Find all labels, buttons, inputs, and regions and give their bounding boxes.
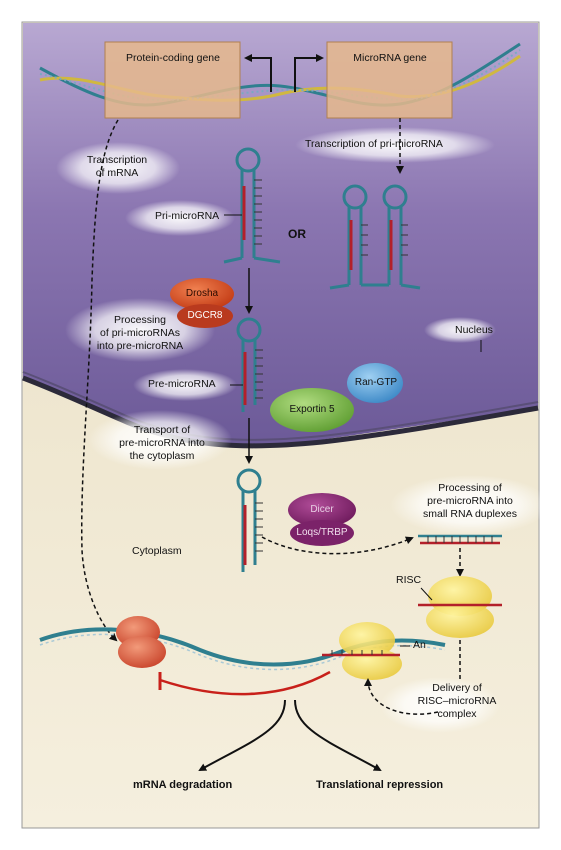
nuclear-envelope-inner: [22, 371, 539, 441]
small-rna-duplex: [418, 534, 502, 545]
mrna-transcription-arrow: [81, 119, 119, 642]
pre-microrna-hairpin: [230, 317, 263, 412]
microrna-gene-box: [326, 41, 453, 119]
cytoplasm-label: Cytoplasm: [132, 545, 182, 557]
dgcr8-protein: [177, 304, 233, 328]
translational-repression-label: Translational repression: [316, 779, 444, 791]
delivery-label: Delivery of RISC–microRNA complex: [417, 682, 497, 720]
dicer-label: Dicer: [310, 504, 334, 515]
drosha-label: Drosha: [185, 288, 219, 299]
loqs-trbp-protein: [290, 520, 354, 546]
ran-gtp-protein: [347, 363, 403, 403]
risc-complex: [418, 576, 502, 638]
nuclear-envelope: [22, 375, 539, 449]
ribosome: [116, 616, 166, 668]
inhibition-line: [159, 670, 331, 696]
microrna-gene-label: MicroRNA gene: [353, 52, 427, 64]
exportin5-label: Exportin 5: [289, 404, 335, 415]
protein-coding-gene-label: Protein-coding gene: [126, 52, 220, 64]
or-label: OR: [288, 227, 306, 241]
processing-pre-label: Processing of pre-microRNA into small RN…: [423, 482, 517, 520]
exportin5-protein: [270, 388, 354, 432]
loqs-trbp-label: Loqs/TRBP: [296, 527, 348, 538]
processing-pri-label: Processing of pri-microRNAs into pre-mic…: [96, 314, 184, 352]
transport-label: Transport of pre-microRNA into the cytop…: [119, 424, 205, 462]
nucleus-label: Nucleus: [455, 324, 493, 336]
mrna-degradation-label: mRNA degradation: [133, 779, 233, 791]
dgcr8-label: DGCR8: [187, 310, 223, 321]
transcription-mrna-label: Transcription of mRNA: [86, 154, 148, 179]
cytoplasm-pre-microrna: [236, 468, 263, 572]
pri-microrna-label: Pri-microRNA: [155, 210, 220, 222]
ran-gtp-label: Ran-GTP: [354, 377, 398, 388]
protein-coding-gene-box: [104, 41, 241, 119]
drosha-protein: [170, 278, 234, 310]
transcription-pri-label: Transcription of pri-microRNA: [305, 138, 443, 150]
risc-mrna-complex: [322, 622, 410, 680]
pri-microrna-double-hairpin: [329, 184, 421, 290]
an-label: An: [413, 639, 426, 651]
pre-microrna-label: Pre-microRNA: [148, 378, 216, 390]
dicer-protein: [288, 493, 356, 527]
risc-label: RISC: [396, 574, 422, 586]
pri-microrna-hairpin: [223, 147, 281, 264]
